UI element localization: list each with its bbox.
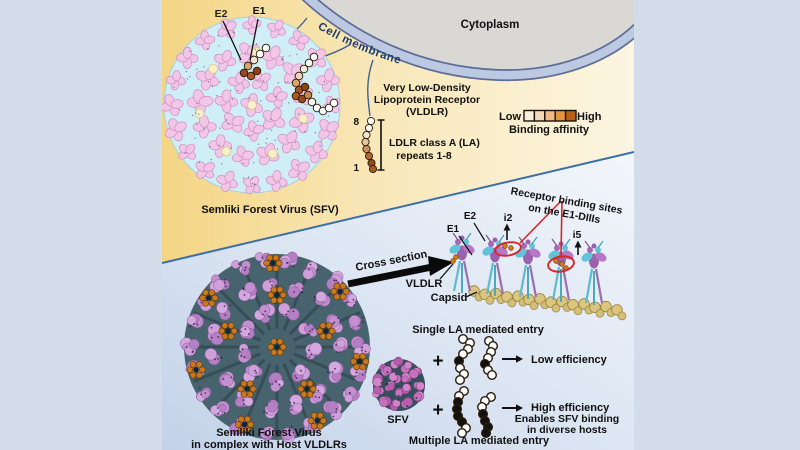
cross-section-arrow-shaft <box>347 263 433 288</box>
single-la-chain-1 <box>454 334 476 386</box>
multiple-entry-title: Multiple LA mediated entry <box>409 435 550 447</box>
plus-sign-single: + <box>432 351 443 372</box>
small-sfv-label: SFV <box>387 414 409 426</box>
e1-label-top: E1 <box>253 5 266 17</box>
cell-membrane-band <box>304 0 634 80</box>
cs-capsid-label: Capsid <box>431 292 468 304</box>
e2-pointer-line <box>222 20 242 61</box>
single-la-chain-2 <box>480 336 499 381</box>
cs-i5-label: i5 <box>573 229 582 241</box>
single-result-arrow-icon <box>516 355 523 363</box>
high-note-line2: in diverse hosts <box>527 424 607 436</box>
cross-section-illustration <box>449 232 627 321</box>
cytoplasm-label: Cytoplasm <box>461 19 520 31</box>
binding-site-circle-i2 <box>494 241 522 257</box>
capsid-pointer <box>465 291 478 298</box>
multiple-la-chain-2 <box>477 392 497 439</box>
affinity-high-label: High <box>577 111 602 123</box>
small-sfv-illustration <box>372 356 425 411</box>
binding-site-circle-i5 <box>547 255 575 273</box>
sfv-vldlr-complex-illustration <box>179 251 371 444</box>
bound-vldlr-chains <box>239 43 339 116</box>
low-efficiency-label: Low efficiency <box>531 354 608 366</box>
vldlr-name-line3: (VLDLR) <box>406 106 448 118</box>
i2-up-arrow-icon <box>503 223 511 231</box>
complex-caption-line1: Semliki Forest Virus <box>216 427 322 439</box>
repeat-1-label: 1 <box>353 163 359 174</box>
single-entry-title: Single LA mediated entry <box>412 324 545 336</box>
high-note-line1: Enables SFV binding <box>515 413 619 425</box>
binding-site-connector-lines <box>519 200 563 256</box>
affinity-caption: Binding affinity <box>509 124 590 136</box>
sfv-virion-illustration <box>162 15 341 195</box>
cytoplasm-region <box>310 0 634 76</box>
e1-pointer-line <box>249 18 259 61</box>
cs-i2-label: i2 <box>504 212 513 224</box>
ldlr-repeats-label: repeats 1-8 <box>396 150 452 162</box>
repeat-8-label: 8 <box>353 117 359 128</box>
panel-divider-line <box>162 151 634 264</box>
receptor-stalk-3 <box>367 59 374 117</box>
affinity-scale <box>523 109 577 122</box>
affinity-low-label: Low <box>499 111 521 123</box>
repeats-bracket <box>377 119 385 171</box>
cs-e2-label: E2 <box>464 211 477 222</box>
vldlr-pointer <box>439 263 454 280</box>
cs-e2-pointer <box>473 222 486 242</box>
vldlr-name-line2: Lipoprotein Receptor <box>374 94 480 106</box>
i5-up-arrow-icon <box>574 240 582 248</box>
vldlr-name-line1: Very Low-Density <box>383 82 471 94</box>
cs-e1-pointer <box>458 235 473 256</box>
high-efficiency-label: High efficiency <box>531 402 610 414</box>
ldlr-class-label: LDLR class A (LA) <box>389 137 480 149</box>
cs-e1-label: E1 <box>447 224 460 235</box>
ldlr-repeat-chain <box>361 116 378 174</box>
complex-caption-line2: in complex with Host VLDLRs <box>191 439 347 450</box>
cs-vldlr-label: VLDLR <box>406 278 443 290</box>
sfv-caption: Semliki Forest Virus (SFV) <box>201 204 339 216</box>
cross-section-arrow-icon <box>428 256 454 276</box>
multiple-result-arrow-icon <box>516 404 523 412</box>
plus-sign-multiple: + <box>432 400 443 421</box>
e2-label-top: E2 <box>215 8 228 20</box>
multiple-la-chain-1 <box>452 386 472 439</box>
